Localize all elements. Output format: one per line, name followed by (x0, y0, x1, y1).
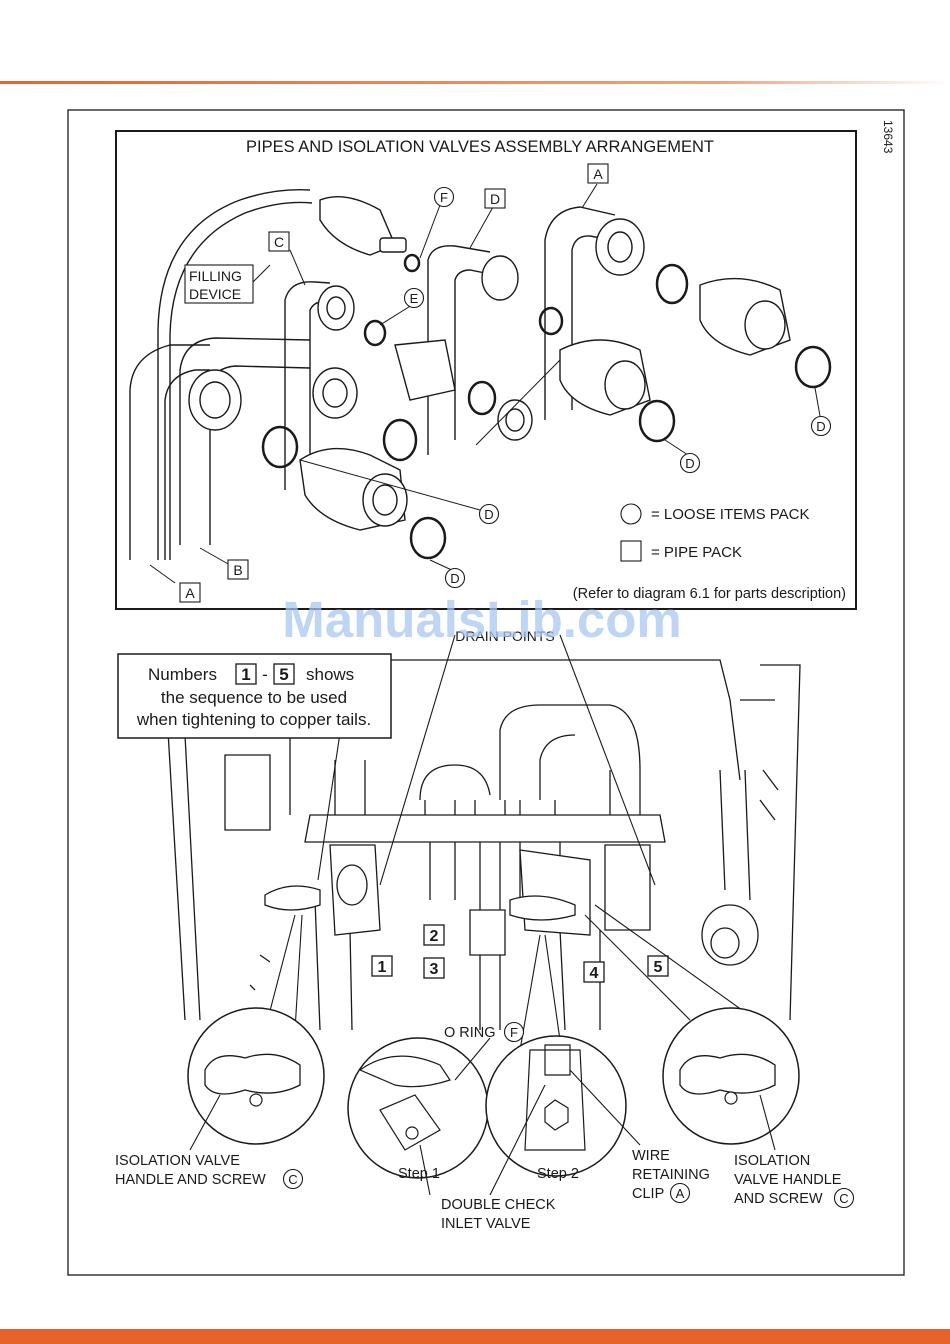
top-accent-rule (0, 81, 950, 84)
svg-text:A: A (593, 166, 603, 182)
sequence-note: Numbers 1 - 5 shows the sequence to be u… (117, 653, 392, 739)
svg-text:CLIP: CLIP (632, 1186, 664, 1202)
svg-text:E: E (410, 291, 419, 306)
callout-box-d-top: D (484, 188, 506, 209)
svg-text:shows: shows (306, 665, 354, 684)
svg-text:5: 5 (654, 959, 663, 976)
svg-text:VALVE HANDLE: VALVE HANDLE (734, 1172, 842, 1188)
svg-text:2: 2 (430, 928, 439, 945)
drain-point-leaders (317, 634, 656, 886)
svg-text:5: 5 (279, 665, 288, 684)
callout-letter-d-4: D (810, 415, 832, 437)
svg-text:1: 1 (241, 665, 250, 684)
callout-letter-f: F (433, 186, 455, 208)
svg-text:AND SCREW: AND SCREW (734, 1191, 823, 1207)
fittings (188, 195, 791, 531)
svg-text:C: C (288, 1172, 297, 1187)
svg-text:D: D (816, 419, 825, 434)
o-ring-callout: O RING F (444, 1021, 525, 1043)
legend-pipe-pack: = PIPE PACK (620, 540, 742, 562)
svg-text:A: A (676, 1186, 685, 1201)
svg-text:A: A (185, 585, 195, 601)
wire-clip-label: WIRE RETAINING CLIP A (632, 1148, 710, 1204)
assembly-panel: PIPES AND ISOLATION VALVES ASSEMBLY ARRA… (115, 130, 857, 610)
svg-text:the sequence to be used: the sequence to be used (161, 688, 347, 707)
sequence-badge-2: 2 (423, 924, 445, 946)
svg-text:when tightening to copper tail: when tightening to copper tails. (136, 710, 371, 729)
top-leaders (149, 183, 821, 584)
svg-text:D: D (490, 191, 500, 207)
legend-loose-items: = LOOSE ITEMS PACK (620, 503, 810, 525)
callout-box-b: B (227, 559, 249, 580)
callout-box-a-bottom: A (179, 582, 201, 603)
step-2-label: Step 2 (537, 1166, 579, 1182)
svg-text:F: F (440, 190, 448, 205)
svg-text:4: 4 (590, 965, 599, 982)
svg-text:D: D (484, 507, 493, 522)
svg-text:-: - (262, 665, 268, 684)
isolation-right-label: ISOLATION VALVE HANDLE AND SCREW C (734, 1153, 855, 1209)
svg-text:1: 1 (378, 959, 387, 976)
isolation-left-label: ISOLATION VALVE HANDLE AND SCREW C (115, 1153, 304, 1190)
sequence-badge-1: 1 (371, 955, 393, 977)
detail-isolation-handle-left (187, 1007, 325, 1145)
figure-number: 13643 (881, 120, 895, 154)
svg-text:WIRE: WIRE (632, 1148, 670, 1164)
bottom-callout-leaders (189, 1037, 776, 1196)
callout-letter-d-1: D (478, 503, 500, 525)
svg-text:INLET VALVE: INLET VALVE (441, 1216, 531, 1232)
filling-device-label: FILLING DEVICE (184, 264, 254, 304)
callout-letter-d-2: D (444, 567, 466, 589)
svg-text:FILLING: FILLING (189, 268, 242, 284)
svg-text:DOUBLE CHECK: DOUBLE CHECK (441, 1197, 556, 1213)
watermark: ManualsLib.com (282, 591, 682, 648)
detail-step-2 (485, 1035, 627, 1177)
callout-box-c: C (268, 231, 290, 252)
svg-text:RETAINING: RETAINING (632, 1167, 710, 1183)
svg-text:= LOOSE ITEMS PACK: = LOOSE ITEMS PACK (651, 506, 810, 523)
svg-text:D: D (685, 456, 694, 471)
svg-text:HANDLE AND SCREW: HANDLE AND SCREW (115, 1172, 266, 1188)
svg-text:Numbers: Numbers (148, 665, 217, 684)
svg-text:B: B (233, 562, 242, 578)
outer-frame (67, 109, 905, 1276)
detail-isolation-handle-right (662, 1007, 800, 1145)
svg-text:C: C (274, 234, 284, 250)
svg-text:D: D (450, 571, 459, 586)
assembly-title: PIPES AND ISOLATION VALVES ASSEMBLY ARRA… (246, 138, 714, 156)
svg-text:3: 3 (430, 961, 439, 978)
sequence-badge-5: 5 (647, 955, 669, 977)
sequence-badge-4: 4 (583, 961, 605, 983)
callout-letter-d-3: D (679, 452, 701, 474)
sequence-badge-3: 3 (423, 957, 445, 979)
drain-points-label: DRAIN POINTS (455, 628, 555, 644)
bottom-accent-bar (0, 1329, 950, 1344)
o-rings (261, 253, 832, 560)
svg-text:DEVICE: DEVICE (189, 286, 241, 302)
callout-box-a-top: A (587, 163, 609, 184)
svg-text:ISOLATION: ISOLATION (734, 1153, 810, 1169)
double-check-label: DOUBLE CHECK INLET VALVE (441, 1197, 556, 1232)
svg-text:= PIPE PACK: = PIPE PACK (651, 544, 742, 561)
callout-letter-e: E (403, 287, 425, 309)
detail-step-1 (347, 1037, 489, 1179)
svg-text:C: C (839, 1191, 848, 1206)
refer-note: (Refer to diagram 6.1 for parts descript… (573, 586, 846, 602)
svg-text:O RING: O RING (444, 1025, 496, 1041)
boiler-illustration (164, 659, 801, 1031)
svg-text:ISOLATION VALVE: ISOLATION VALVE (115, 1153, 240, 1169)
assembly-panel-frame (115, 130, 857, 610)
svg-text:F: F (510, 1025, 518, 1040)
step-1-label: Step 1 (398, 1166, 440, 1182)
